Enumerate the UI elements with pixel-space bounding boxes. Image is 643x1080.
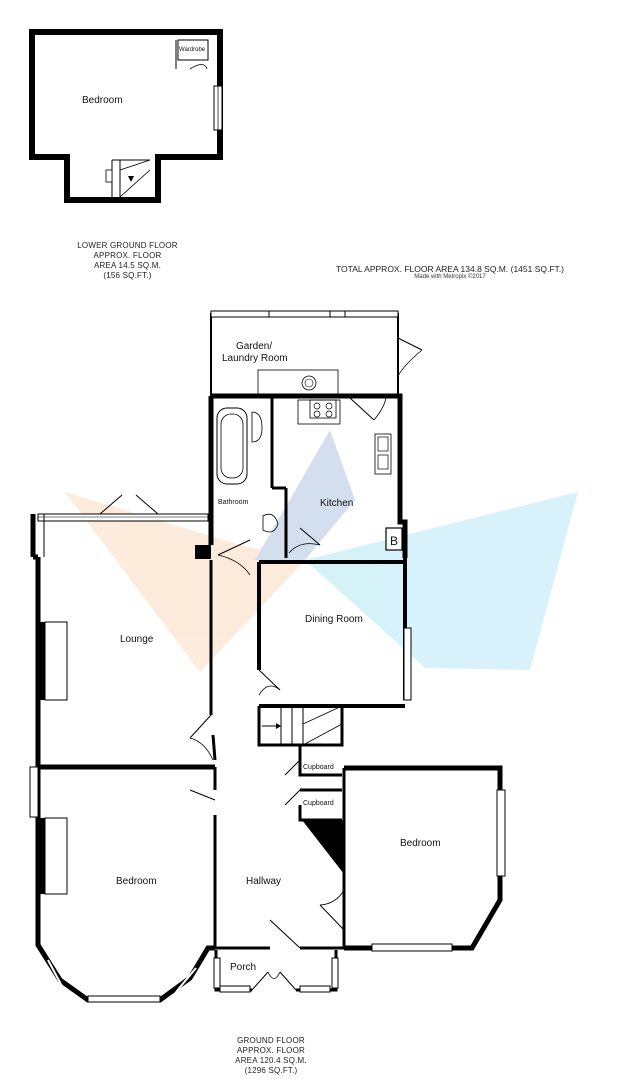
lower-floor-area-line: LOWER GROUND FLOOR	[77, 241, 178, 250]
lower-floor-area-line: (156 SQ.FT.)	[103, 271, 152, 280]
bathroom-label: Bathroom	[218, 499, 249, 506]
lounge-label: Lounge	[120, 634, 154, 645]
total-floor-area: TOTAL APPROX. FLOOR AREA 134.8 SQ.M. (14…	[335, 264, 564, 274]
background-watermark	[65, 430, 578, 672]
ground-floor-area-line: GROUND FLOOR	[237, 1036, 305, 1045]
bedroom-right-label: Bedroom	[400, 838, 441, 849]
lower-ground-floor-plan	[29, 29, 223, 203]
ground-floor-area-info: GROUND FLOOR APPROX. FLOOR AREA 120.4 SQ…	[206, 1036, 336, 1076]
laundry-room-label: Laundry Room	[222, 353, 288, 364]
lower-bedroom-label: Bedroom	[82, 95, 123, 106]
made-with-credit: Made with Metropix ©2017	[414, 274, 486, 280]
ground-floor-area-line: (1296 SQ.FT.)	[244, 1066, 298, 1075]
ground-floor-area-line: APPROX. FLOOR	[237, 1046, 305, 1055]
ground-floor-plan	[29, 310, 506, 1003]
porch-label: Porch	[230, 962, 256, 973]
lower-floor-area-line: AREA 14.5 SQ.M.	[93, 261, 162, 270]
cupboard-label-upper: Cupboard	[303, 764, 334, 771]
boiler-label: B	[390, 534, 398, 548]
kitchen-label: Kitchen	[320, 498, 353, 509]
cupboard-label-lower: Cupboard	[303, 800, 334, 807]
lower-floor-area-info: LOWER GROUND FLOOR APPROX. FLOOR AREA 14…	[60, 241, 195, 281]
lower-floor-area-line: APPROX. FLOOR	[93, 251, 162, 260]
wardrobe-label: Wardrobe	[179, 47, 206, 53]
bedroom-left-label: Bedroom	[116, 876, 157, 887]
hallway-label: Hallway	[246, 876, 281, 887]
dining-room-label: Dining Room	[305, 614, 363, 625]
garden-label: Garden/	[236, 341, 272, 352]
ground-floor-area-line: AREA 120.4 SQ.M.	[235, 1056, 307, 1065]
